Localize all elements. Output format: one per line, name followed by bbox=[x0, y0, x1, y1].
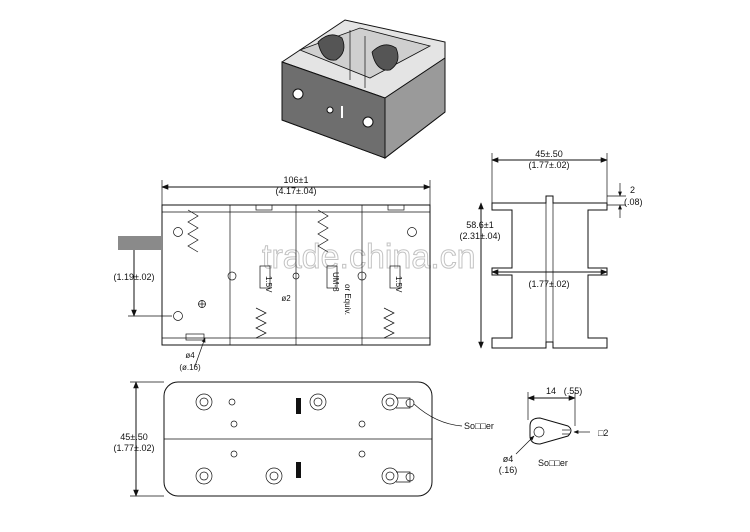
tab-hole-dimension-inch: (.16) bbox=[499, 465, 518, 475]
hole-dimension-inch: (ø.16) bbox=[179, 363, 201, 372]
slot-label: UM-8 bbox=[331, 272, 340, 292]
width-dimension: 45±.50 bbox=[535, 149, 562, 159]
solder-label: So□□er bbox=[464, 421, 494, 431]
spring-icon bbox=[383, 307, 395, 339]
height-dimension-inch: (2.31±.04) bbox=[460, 231, 501, 241]
hole-dimension: ø4 bbox=[185, 351, 195, 360]
isometric-view bbox=[281, 19, 446, 160]
height-dimension: 58.6±1 bbox=[466, 220, 493, 230]
tab-solder-label: So□□er bbox=[538, 458, 568, 468]
tab-hole-dimension: ø4 bbox=[503, 454, 514, 464]
inner-width-dimension-inch: (1.77±.02) bbox=[529, 279, 570, 289]
solder-tab-detail: 14 (.55) □2 ø4 (.16) So□□er bbox=[499, 386, 609, 475]
width-dimension: 45±.50 bbox=[120, 432, 147, 442]
thickness-dimension: 2 bbox=[630, 185, 635, 195]
side-view: 45±.50 (1.77±.02) 2 (.08) 58.6±1 (2.31±.… bbox=[460, 149, 643, 349]
height-dimension-inch: (1.19±.02) bbox=[114, 272, 155, 282]
width-dimension-inch: (1.77±.02) bbox=[114, 443, 155, 453]
slot-label: 1.5V bbox=[394, 276, 403, 293]
slot-label: or Equiv. bbox=[343, 284, 352, 315]
width-dimension-inch: (1.77±.02) bbox=[529, 160, 570, 170]
thickness-dimension-inch: (.08) bbox=[624, 197, 643, 207]
watermark-text: trade.china.cn bbox=[262, 238, 476, 276]
tab-length-dimension: 14 bbox=[546, 386, 556, 396]
cropped-label-bar bbox=[118, 236, 162, 250]
small-hole-dimension: ø2 bbox=[281, 294, 291, 303]
length-dimension: 106±1 bbox=[284, 175, 309, 185]
bottom-view: 45±.50 (1.77±.02) So□□er bbox=[114, 381, 494, 497]
length-dimension-inch: (4.17±.04) bbox=[276, 186, 317, 196]
top-view: 1.5V UM-8 or Equiv. 1.5V 106±1 (4.17±.04… bbox=[114, 175, 431, 372]
tab-length-dimension-inch: (.55) bbox=[564, 386, 583, 396]
spring-icon bbox=[317, 209, 329, 253]
tab-slot-dimension: □2 bbox=[598, 428, 608, 438]
spring-icon bbox=[255, 307, 267, 339]
slot-label: 1.5V bbox=[264, 276, 273, 293]
spring-icon bbox=[187, 209, 199, 253]
